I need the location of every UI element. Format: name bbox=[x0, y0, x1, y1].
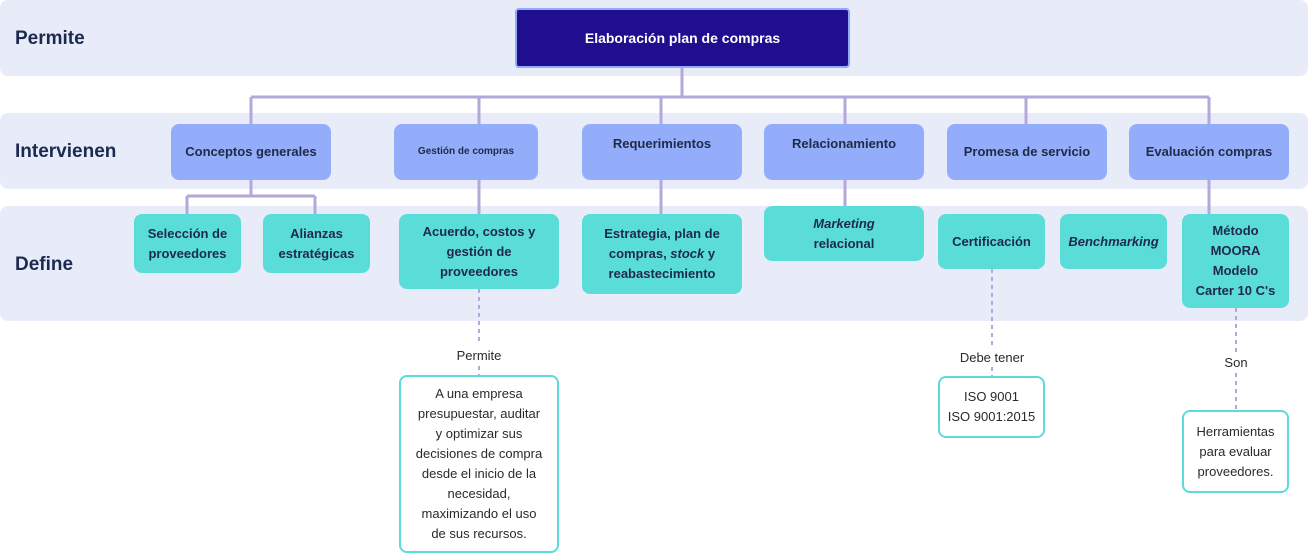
node-label-line: Selección de bbox=[147, 225, 228, 241]
node-label-line: estratégicas bbox=[278, 245, 355, 261]
node-label-line: gestión de bbox=[446, 243, 512, 259]
node-certificacion: Certificación bbox=[938, 214, 1045, 269]
node-label: Promesa de servicio bbox=[963, 144, 1091, 159]
node-label-line: Modelo bbox=[1212, 263, 1259, 278]
node-label-line: Carter 10 C's bbox=[1195, 283, 1276, 298]
node-label: Conceptos generales bbox=[185, 144, 317, 159]
note-empresa: A una empresa presupuestar, auditar y op… bbox=[399, 375, 559, 553]
node-label-line: MOORA bbox=[1210, 243, 1261, 258]
connector-label-debe-tener: Debe tener bbox=[952, 350, 1032, 365]
node-label-line: proveedores bbox=[439, 263, 519, 279]
node-estrategia-plan: Estrategia, plan de compras, stock y rea… bbox=[582, 214, 742, 294]
note-line: de sus recursos. bbox=[431, 526, 527, 541]
note-iso: ISO 9001 ISO 9001:2015 bbox=[938, 376, 1045, 438]
node-requerimientos: Requerimientos bbox=[582, 124, 742, 180]
node-label-line: Acuerdo, costos y bbox=[422, 223, 536, 239]
node-label-line: reabastecimiento bbox=[608, 266, 716, 281]
node-label-line: Alianzas bbox=[290, 225, 343, 241]
note-line: ISO 9001:2015 bbox=[947, 409, 1036, 424]
node-alianzas-estrategicas: Alianzas estratégicas bbox=[263, 214, 370, 273]
node-label-line: compras, stock y bbox=[609, 244, 715, 264]
node-metodo-moora: Método MOORA Modelo Carter 10 C's bbox=[1182, 214, 1289, 308]
connector-label-permite: Permite bbox=[449, 348, 509, 363]
node-evaluacion-compras: Evaluación compras bbox=[1129, 124, 1289, 180]
node-label: Gestión de compras bbox=[417, 146, 515, 157]
node-label-line: Método bbox=[1212, 223, 1259, 238]
node-label-line: proveedores bbox=[148, 245, 227, 261]
node-label-italic: Marketing bbox=[813, 215, 875, 231]
node-label: Requerimientos bbox=[612, 136, 712, 151]
node-benchmarking: Benchmarking bbox=[1060, 214, 1167, 269]
node-label-fragment: y bbox=[704, 246, 716, 261]
node-label-line: relacional bbox=[813, 235, 875, 251]
node-label-line: Estrategia, plan de bbox=[604, 226, 720, 241]
connector-label-son: Son bbox=[1216, 355, 1256, 370]
node-label: Certificación bbox=[952, 234, 1031, 249]
node-conceptos-generales: Conceptos generales bbox=[171, 124, 331, 180]
note-line: para evaluar bbox=[1199, 443, 1272, 459]
node-label-italic: Benchmarking bbox=[1068, 233, 1159, 249]
note-line: decisiones de compra bbox=[415, 446, 543, 461]
note-line: Herramientas bbox=[1196, 423, 1275, 439]
note-line: ISO 9001 bbox=[964, 389, 1019, 404]
node-gestion-compras: Gestión de compras bbox=[394, 124, 538, 180]
node-label-fragment: compras, bbox=[608, 246, 671, 261]
node-marketing-relacional: Marketing relacional bbox=[764, 206, 924, 261]
node-acuerdo-costos: Acuerdo, costos y gestión de proveedores bbox=[399, 214, 559, 289]
note-line: maximizando el uso bbox=[421, 506, 537, 521]
node-label: Relacionamiento bbox=[791, 136, 897, 151]
root-label: Elaboración plan de compras bbox=[584, 30, 781, 46]
node-label-italic: stock bbox=[670, 246, 705, 261]
note-herramientas: Herramientas para evaluar proveedores. bbox=[1182, 410, 1289, 493]
note-line: necesidad, bbox=[447, 486, 511, 501]
root-node: Elaboración plan de compras bbox=[515, 8, 850, 68]
band-label-permite: Permite bbox=[15, 28, 85, 49]
node-promesa-servicio: Promesa de servicio bbox=[947, 124, 1107, 180]
node-label: Evaluación compras bbox=[1145, 144, 1273, 159]
note-line: y optimizar sus bbox=[435, 426, 523, 441]
note-line: proveedores. bbox=[1197, 463, 1274, 479]
note-line: A una empresa bbox=[435, 386, 523, 401]
node-seleccion-proveedores: Selección de proveedores bbox=[134, 214, 241, 273]
note-line: desde el inicio de la bbox=[421, 466, 537, 481]
node-relacionamiento: Relacionamiento bbox=[764, 124, 924, 180]
note-line: presupuestar, auditar bbox=[417, 406, 541, 421]
band-label-define: Define bbox=[15, 254, 74, 275]
band-label-intervienen: Intervienen bbox=[15, 141, 117, 162]
